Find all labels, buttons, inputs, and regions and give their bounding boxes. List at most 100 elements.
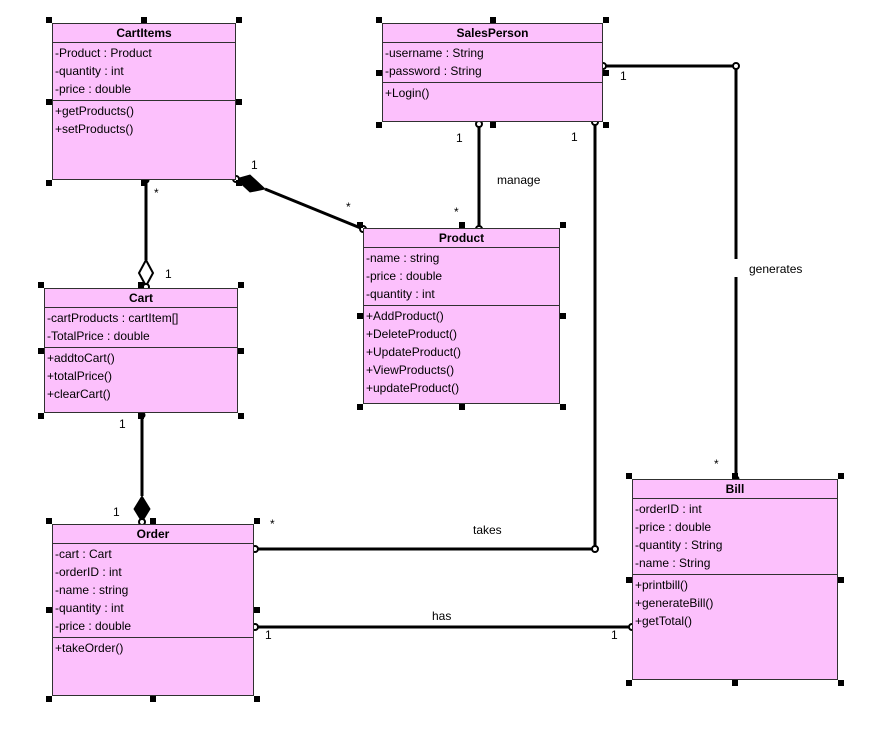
- resize-handle[interactable]: [254, 518, 260, 524]
- class-product[interactable]: Product -name : string -price : double -…: [363, 228, 560, 404]
- attributes-compartment: -username : String -password : String: [383, 43, 602, 83]
- class-name: Product: [364, 229, 559, 248]
- order-bill-association[interactable]: [251, 623, 636, 631]
- resize-handle[interactable]: [489, 122, 496, 128]
- attribute: -name : string: [366, 251, 440, 265]
- resize-handle[interactable]: [838, 473, 844, 479]
- multiplicity-label: 1: [119, 417, 126, 431]
- operations-compartment: +takeOrder(): [53, 638, 253, 659]
- resize-handle[interactable]: [357, 222, 363, 228]
- resize-handle[interactable]: [46, 696, 52, 702]
- class-name: Bill: [633, 480, 837, 499]
- resize-handle[interactable]: [254, 696, 260, 702]
- association-name: has: [432, 609, 452, 623]
- attribute: -username : String: [385, 46, 484, 60]
- salesperson-product-association[interactable]: [475, 120, 483, 233]
- resize-handle[interactable]: [626, 473, 632, 479]
- resize-handle[interactable]: [38, 347, 44, 354]
- operation: +AddProduct(): [366, 309, 444, 323]
- multiplicity-label: *: [154, 186, 159, 200]
- resize-handle[interactable]: [603, 122, 609, 128]
- resize-handle[interactable]: [238, 413, 244, 419]
- resize-handle[interactable]: [560, 313, 566, 319]
- attribute: -price : double: [635, 520, 712, 534]
- resize-handle[interactable]: [838, 576, 844, 583]
- resize-handle[interactable]: [376, 17, 382, 23]
- class-name: SalesPerson: [383, 24, 602, 43]
- class-cart[interactable]: Cart -cartProducts : cartItem[] -TotalPr…: [44, 288, 238, 413]
- attribute: -cart : Cart: [55, 547, 112, 561]
- cart-order-association[interactable]: [133, 411, 151, 526]
- resize-handle[interactable]: [603, 17, 609, 23]
- resize-handle[interactable]: [138, 413, 144, 419]
- resize-handle[interactable]: [357, 404, 363, 410]
- class-order[interactable]: Order -cart : Cart -orderID : int -name …: [52, 524, 254, 696]
- class-salesperson[interactable]: SalesPerson -username : String -password…: [382, 23, 603, 122]
- operations-compartment: +addtoCart() +totalPrice() +clearCart(): [45, 348, 237, 405]
- resize-handle[interactable]: [236, 98, 242, 105]
- operations-compartment: +getProducts() +setProducts(): [53, 101, 235, 140]
- resize-handle[interactable]: [238, 282, 244, 288]
- resize-handle[interactable]: [254, 607, 260, 613]
- class-name: CartItems: [53, 24, 235, 43]
- operation: +Login(): [385, 86, 430, 100]
- operation: +takeOrder(): [55, 641, 124, 655]
- multiplicity-label: 1: [571, 130, 578, 144]
- operations-compartment: +printbill() +generateBill() +getTotal(): [633, 575, 837, 632]
- resize-handle[interactable]: [141, 180, 147, 186]
- resize-handle[interactable]: [626, 576, 632, 583]
- attribute: -cartProducts : cartItem[]: [47, 311, 179, 325]
- resize-handle[interactable]: [150, 518, 156, 524]
- resize-handle[interactable]: [560, 404, 566, 410]
- resize-handle[interactable]: [357, 313, 363, 319]
- operation: +printbill(): [635, 578, 689, 592]
- attributes-compartment: -Product : Product -quantity : int -pric…: [53, 43, 235, 101]
- resize-handle[interactable]: [138, 282, 144, 288]
- operation: +setProducts(): [55, 122, 134, 136]
- resize-handle[interactable]: [603, 69, 609, 76]
- attribute: -quantity : int: [55, 64, 124, 78]
- resize-handle[interactable]: [458, 222, 465, 228]
- resize-handle[interactable]: [560, 222, 566, 228]
- resize-handle[interactable]: [46, 518, 52, 524]
- resize-handle[interactable]: [238, 347, 244, 354]
- operation: +updateProduct(): [366, 381, 460, 395]
- resize-handle[interactable]: [38, 282, 44, 288]
- attributes-compartment: -name : string -price : double -quantity…: [364, 248, 559, 306]
- resize-handle[interactable]: [838, 680, 844, 686]
- class-bill[interactable]: Bill -orderID : int -price : double -qua…: [632, 479, 838, 680]
- resize-handle[interactable]: [150, 696, 156, 702]
- multiplicity-label: *: [454, 205, 459, 219]
- resize-handle[interactable]: [141, 17, 147, 23]
- resize-handle[interactable]: [46, 180, 52, 186]
- attribute: -name : string: [55, 583, 129, 597]
- resize-handle[interactable]: [376, 69, 382, 76]
- resize-handle[interactable]: [236, 180, 242, 186]
- operation: +UpdateProduct(): [366, 345, 462, 359]
- operation: +generateBill(): [635, 596, 714, 610]
- resize-handle[interactable]: [46, 607, 52, 613]
- operation: +getTotal(): [635, 614, 693, 628]
- operations-compartment: +Login(): [383, 83, 602, 104]
- class-cartitems[interactable]: CartItems -Product : Product -quantity :…: [52, 23, 236, 180]
- resize-handle[interactable]: [46, 98, 52, 105]
- operation: +totalPrice(): [47, 369, 113, 383]
- class-name: Order: [53, 525, 253, 544]
- resize-handle[interactable]: [46, 17, 52, 23]
- resize-handle[interactable]: [489, 17, 496, 23]
- composition-diamond: [235, 174, 267, 193]
- attribute: -orderID : int: [55, 565, 122, 579]
- resize-handle[interactable]: [376, 122, 382, 128]
- multiplicity-label: 1: [611, 628, 618, 642]
- cartitems-cart-association[interactable]: [137, 176, 155, 291]
- resize-handle[interactable]: [626, 680, 632, 686]
- association-name: generates: [749, 262, 803, 276]
- resize-handle[interactable]: [38, 413, 44, 419]
- resize-handle[interactable]: [236, 17, 242, 23]
- operation: +getProducts(): [55, 104, 135, 118]
- salesperson-bill-association[interactable]: [599, 62, 740, 483]
- resize-handle[interactable]: [732, 680, 738, 686]
- resize-handle[interactable]: [458, 404, 465, 410]
- resize-handle[interactable]: [732, 473, 738, 479]
